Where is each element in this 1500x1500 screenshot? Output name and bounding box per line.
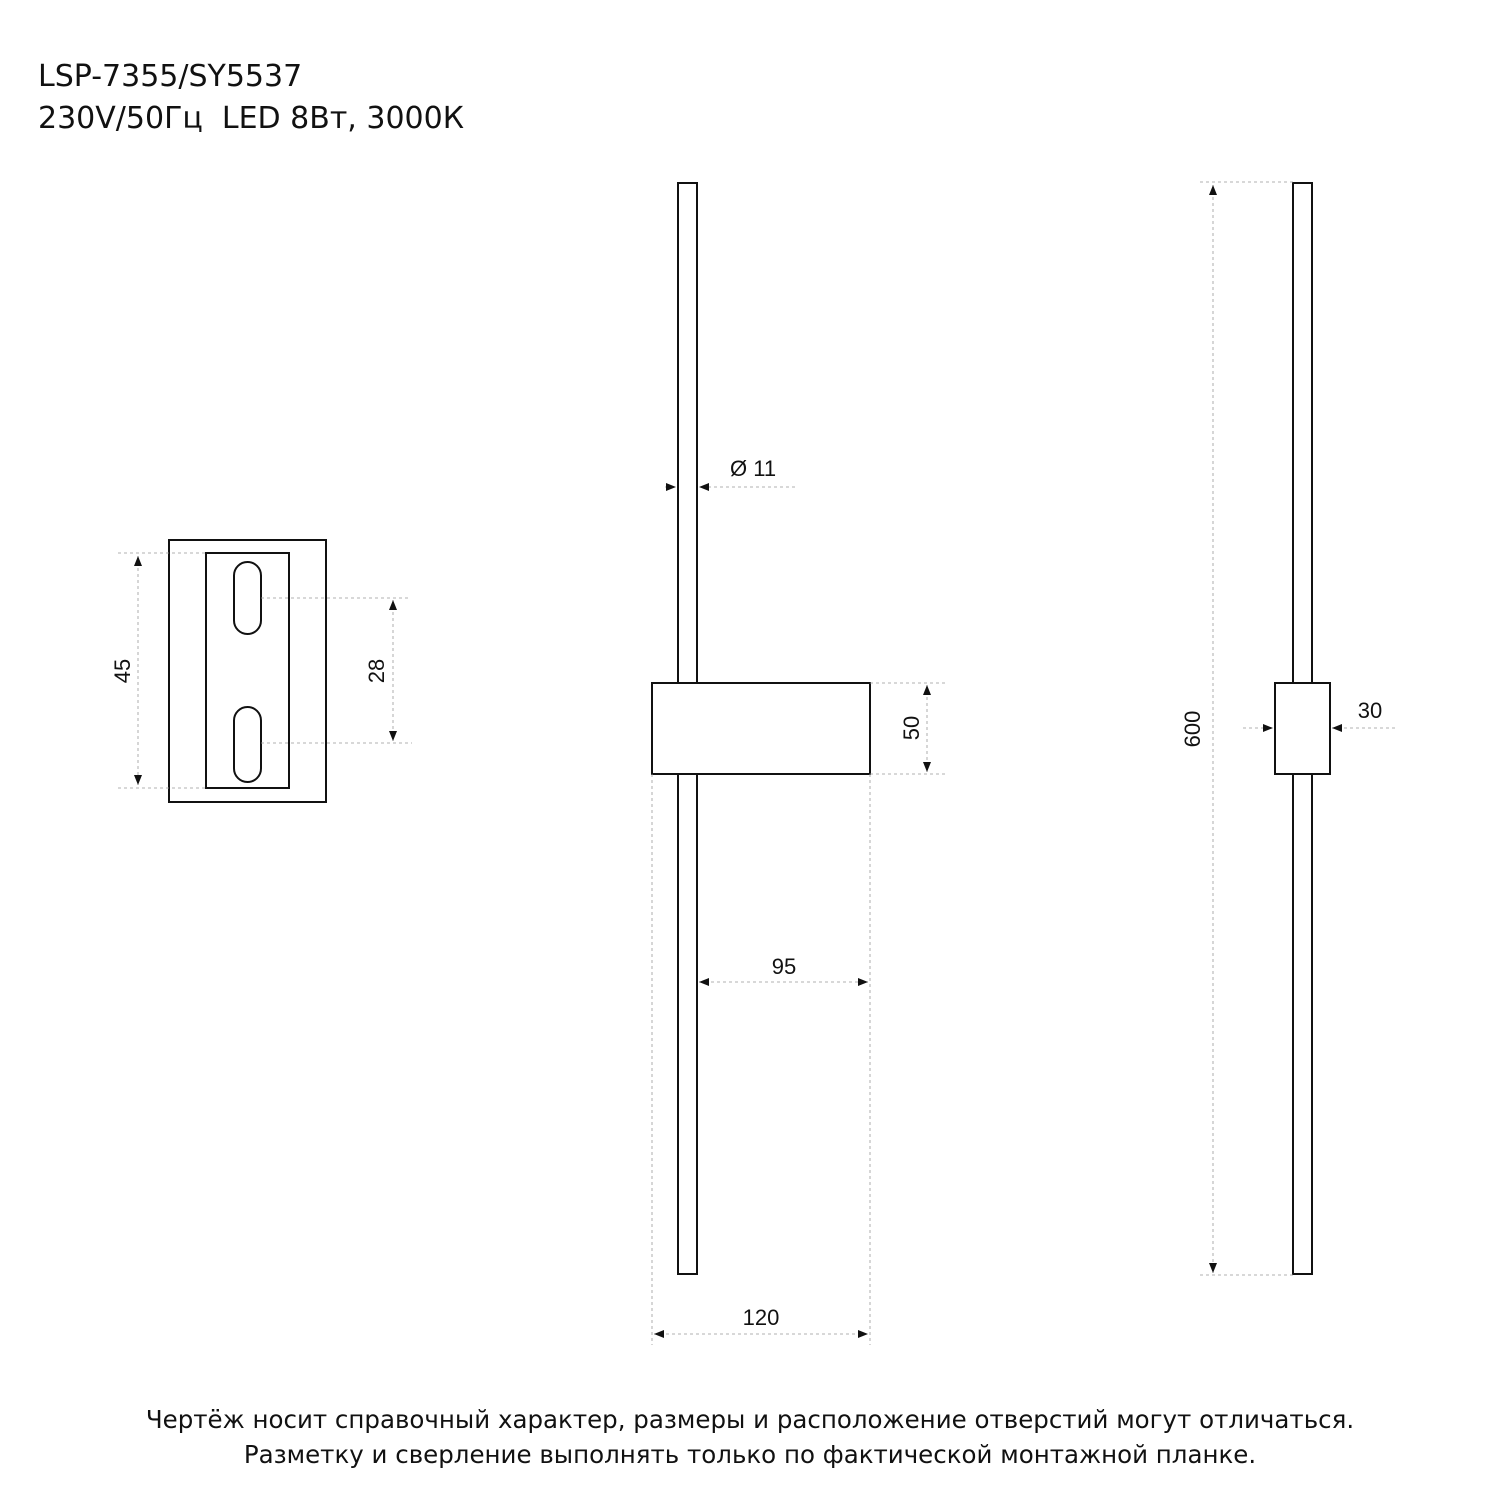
holder-block-side bbox=[1274, 682, 1331, 775]
dim-holder-width: 120 bbox=[743, 1305, 780, 1330]
dim-total-height: 600 bbox=[1180, 711, 1205, 748]
dim-plate-height: 45 bbox=[110, 659, 135, 683]
drawing-disclaimer: Чертёж носит справочный характер, размер… bbox=[0, 1402, 1500, 1472]
disclaimer-line-2: Разметку и сверление выполнять только по… bbox=[243, 1440, 1257, 1469]
mounting-plate-outline bbox=[168, 539, 327, 803]
mounting-slot-top bbox=[233, 561, 262, 635]
dim-rod-offset: 95 bbox=[772, 954, 796, 979]
holder-block-front bbox=[651, 682, 871, 775]
disclaimer-line-1: Чертёж носит справочный характер, размер… bbox=[145, 1405, 1355, 1434]
model-number: LSP-7355/SY5537 bbox=[38, 59, 303, 94]
front-view: Ø 11 50 95 120 bbox=[651, 182, 945, 1345]
drawing-header: LSP-7355/SY5537 230V/50Гц LED 8Вт, 3000К bbox=[38, 56, 464, 140]
dim-holder-height: 50 bbox=[899, 716, 924, 740]
electrical-specs: 230V/50Гц LED 8Вт, 3000К bbox=[38, 101, 465, 136]
side-view: 600 30 bbox=[1180, 181, 1395, 1276]
mounting-plate-inner bbox=[205, 552, 290, 789]
mounting-plate-view: 45 28 bbox=[110, 539, 412, 803]
dim-holder-depth: 30 bbox=[1358, 698, 1382, 723]
dim-rod-diameter: Ø 11 bbox=[730, 456, 776, 481]
mounting-slot-bottom bbox=[233, 706, 262, 783]
dim-hole-spacing: 28 bbox=[364, 659, 389, 683]
